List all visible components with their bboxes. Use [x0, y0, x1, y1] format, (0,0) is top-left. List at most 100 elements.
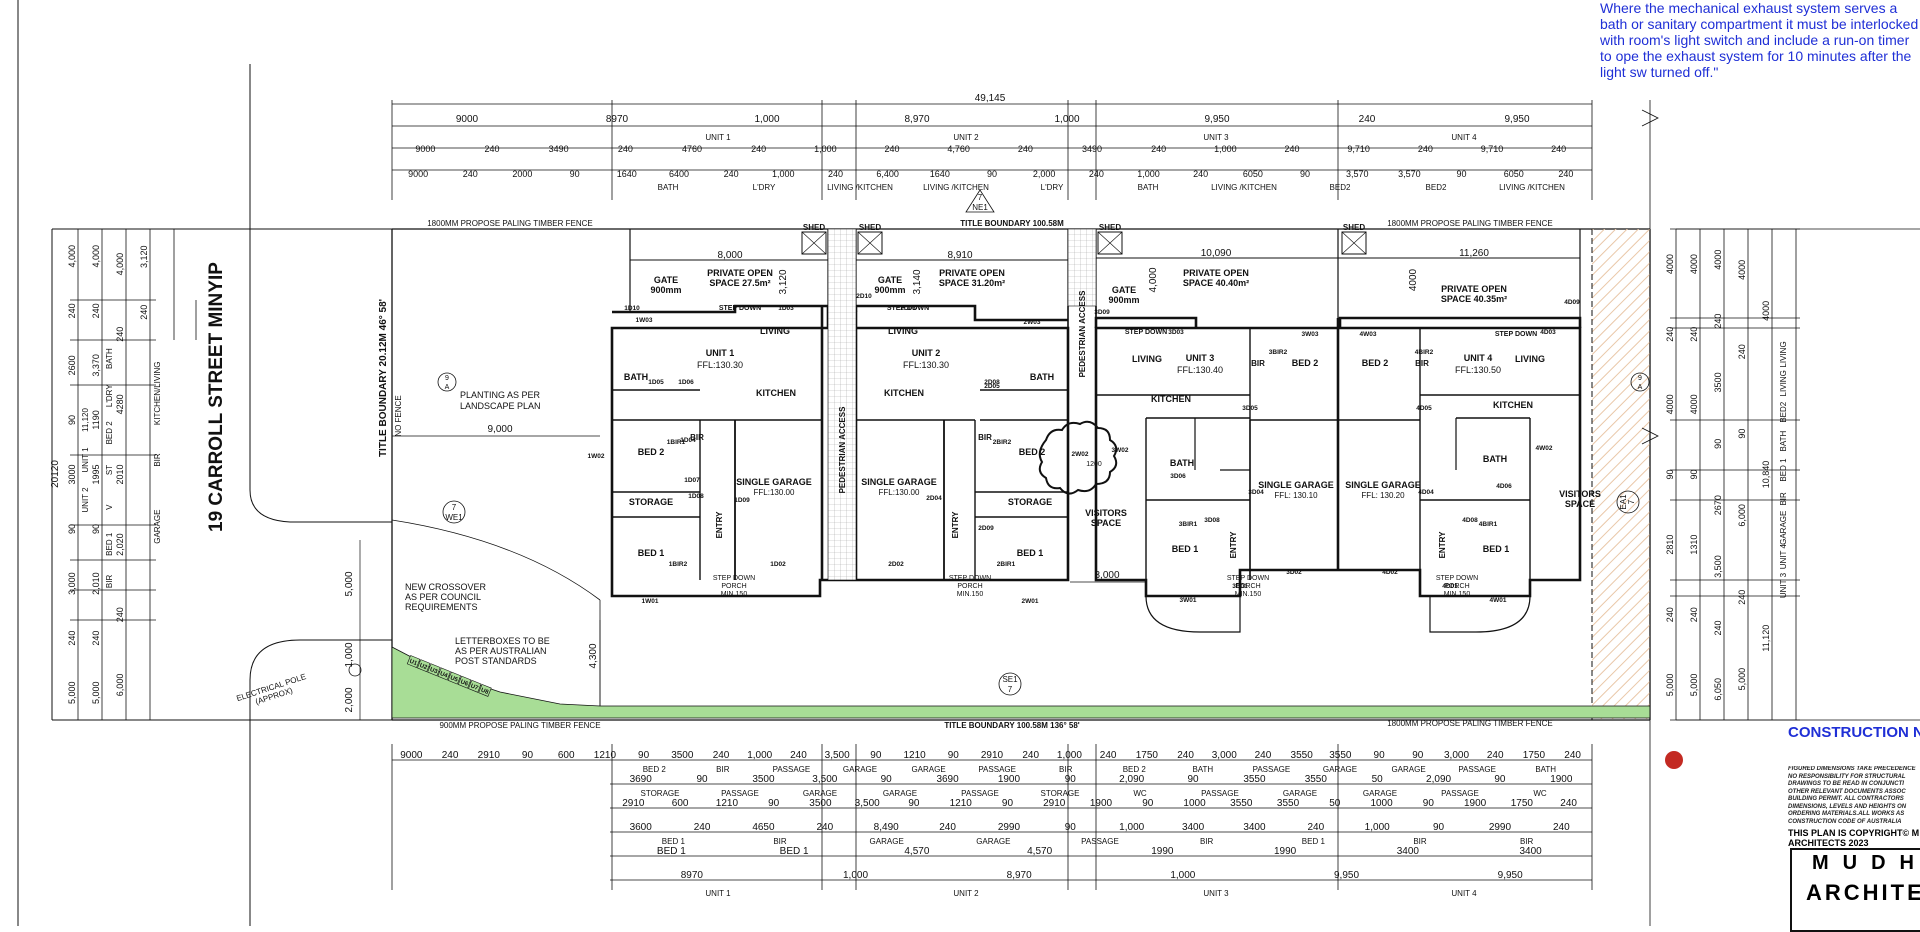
dim-pos: 8,000	[717, 250, 742, 261]
dim-left-label: BED 2	[105, 421, 114, 445]
private-open-space: SPACE 40.35m²	[1441, 294, 1507, 304]
dim-bottom: 3500	[809, 798, 832, 809]
dim-right-label: UNIT 4	[1779, 544, 1788, 570]
dim-right: 90	[1737, 429, 1747, 439]
dim-bottom: 240	[790, 750, 807, 761]
opening-tag: 3D08	[1204, 517, 1220, 524]
dim-bottom: 240	[1100, 750, 1117, 761]
dim-bottom: 1900	[1464, 798, 1487, 809]
dim-bottom: 4,570	[904, 846, 929, 857]
dim-bottom-room: BED 2	[1123, 765, 1147, 774]
dim-bottom: 3600	[630, 822, 653, 833]
room-bath: BATH	[1030, 372, 1054, 382]
opening-tag: 4BIR1	[1479, 521, 1498, 528]
dim-bottom: 1000	[1370, 798, 1393, 809]
dim-bottom: 3400	[1182, 822, 1205, 833]
opening-tag: 3W03	[1302, 331, 1319, 338]
visitors-space-left: VISITORS SPACE	[1085, 508, 1127, 528]
dim-pos: 3,120	[778, 269, 789, 294]
room-living: LIVING	[1515, 354, 1545, 364]
dim-bottom-unit: UNIT 3	[1203, 889, 1229, 898]
logo-line-2: ARCHITECT	[1806, 880, 1920, 905]
svg-text:A: A	[445, 384, 450, 391]
opening-tag: 3BIR1	[1179, 521, 1198, 528]
dim-visitor-width: 3,000	[1094, 570, 1119, 581]
top-dimensions	[391, 100, 1593, 200]
svg-text:VISITORS: VISITORS	[1085, 508, 1127, 518]
dim-top-r3: 1,000	[772, 169, 795, 179]
dim-bottom: 90	[768, 798, 780, 809]
dim-right-label: BED 1	[1779, 458, 1788, 482]
dim-bottom: 90	[1412, 750, 1424, 761]
dim-bottom: 50	[1329, 798, 1341, 809]
dim-bottom: 1750	[1511, 798, 1534, 809]
dim-right: 1310	[1689, 535, 1699, 555]
room-bath: BATH	[624, 372, 648, 382]
opening-tag: 1D02	[770, 561, 786, 568]
dim-top-r2: 9,710	[1347, 144, 1370, 154]
dim-bottom: 90	[948, 750, 960, 761]
dim-left: 3,000	[67, 572, 77, 595]
dim-bottom: 1210	[903, 750, 926, 761]
porch-label: MIN.150	[957, 591, 984, 598]
letterbox-code: U2	[419, 663, 429, 672]
svg-text:WE1: WE1	[445, 513, 463, 522]
logo-line-1: MUDH	[1812, 852, 1920, 874]
dim-top-r2: 240	[618, 144, 633, 154]
dim-left: 2,020	[115, 533, 125, 556]
dim-right: 3500	[1713, 372, 1723, 392]
dim-bottom: 1990	[1151, 846, 1174, 857]
dim-right: 240	[1713, 620, 1723, 635]
letterbox	[457, 675, 472, 689]
opening-tag: 4W01	[1490, 597, 1507, 604]
dim-top-r3: 3,570	[1398, 169, 1421, 179]
letterbox	[417, 659, 431, 673]
dim-bottom: 1,000	[747, 750, 772, 761]
dim-bottom: 90	[881, 774, 893, 785]
dim-bottom: 3500	[671, 750, 694, 761]
dim-top-r3: 2,000	[1033, 169, 1056, 179]
no-fence-label: NO FENCE	[394, 395, 403, 436]
dim-bottom-room: GARAGE	[1363, 789, 1397, 798]
dim-left-label: BIR	[153, 453, 162, 467]
pedestrian-access-1: PEDESTRIAN ACCESS	[838, 406, 847, 493]
dim-left: 4,000	[67, 245, 77, 268]
dim-top-r3: 240	[463, 169, 478, 179]
shed-label: SHED	[1343, 223, 1365, 232]
dim-bottom: 8,490	[874, 822, 899, 833]
dim-bottom: 1,000	[1170, 870, 1195, 881]
dim-bottom: 8,970	[1007, 870, 1032, 881]
dim-bottom: 50	[1372, 774, 1384, 785]
dim-top-r2: 9,710	[1481, 144, 1504, 154]
dim-bottom: 90	[522, 750, 534, 761]
dim-top-room: LIVING /KITCHEN	[827, 183, 893, 192]
opening-tag: 2D08	[984, 379, 1000, 386]
porch-label: STEP DOWN	[1436, 575, 1478, 582]
fence-south-2: 1800MM PROPOSE PALING TIMBER FENCE	[1387, 719, 1553, 728]
dim-top-r3: 1640	[617, 169, 637, 179]
dim-bottom-room: PASSAGE	[1081, 837, 1119, 846]
room-storage: STORAGE	[1008, 497, 1052, 507]
room-bed1: BED 1	[1483, 544, 1510, 554]
private-open-space: SPACE 31.20m²	[939, 278, 1005, 288]
dim-bottom-room: PASSAGE	[1458, 765, 1496, 774]
dim-left: 5,000	[67, 681, 77, 704]
letterbox	[406, 655, 421, 668]
dim-top-r2: 240	[1284, 144, 1299, 154]
dim-pos: 11,260	[1459, 248, 1489, 259]
dim-bottom-room: BED 2	[643, 765, 667, 774]
room-bed2: BED 2	[1292, 358, 1319, 368]
porch-label: STEP DOWN	[949, 575, 991, 582]
dim-right-label: LIVING	[1779, 370, 1788, 396]
svg-text:9: 9	[445, 375, 449, 382]
private-open-space: PRIVATE OPEN	[939, 268, 1005, 278]
section-marker-a-left: 9 A	[437, 372, 457, 392]
dim-bottom-room: PASSAGE	[1201, 789, 1239, 798]
porch-label: STEP DOWN	[713, 575, 755, 582]
letterbox-code: U7	[470, 683, 480, 692]
dim-top-r3: 240	[724, 169, 739, 179]
unit-ffl: FFL:130.50	[1455, 365, 1501, 375]
